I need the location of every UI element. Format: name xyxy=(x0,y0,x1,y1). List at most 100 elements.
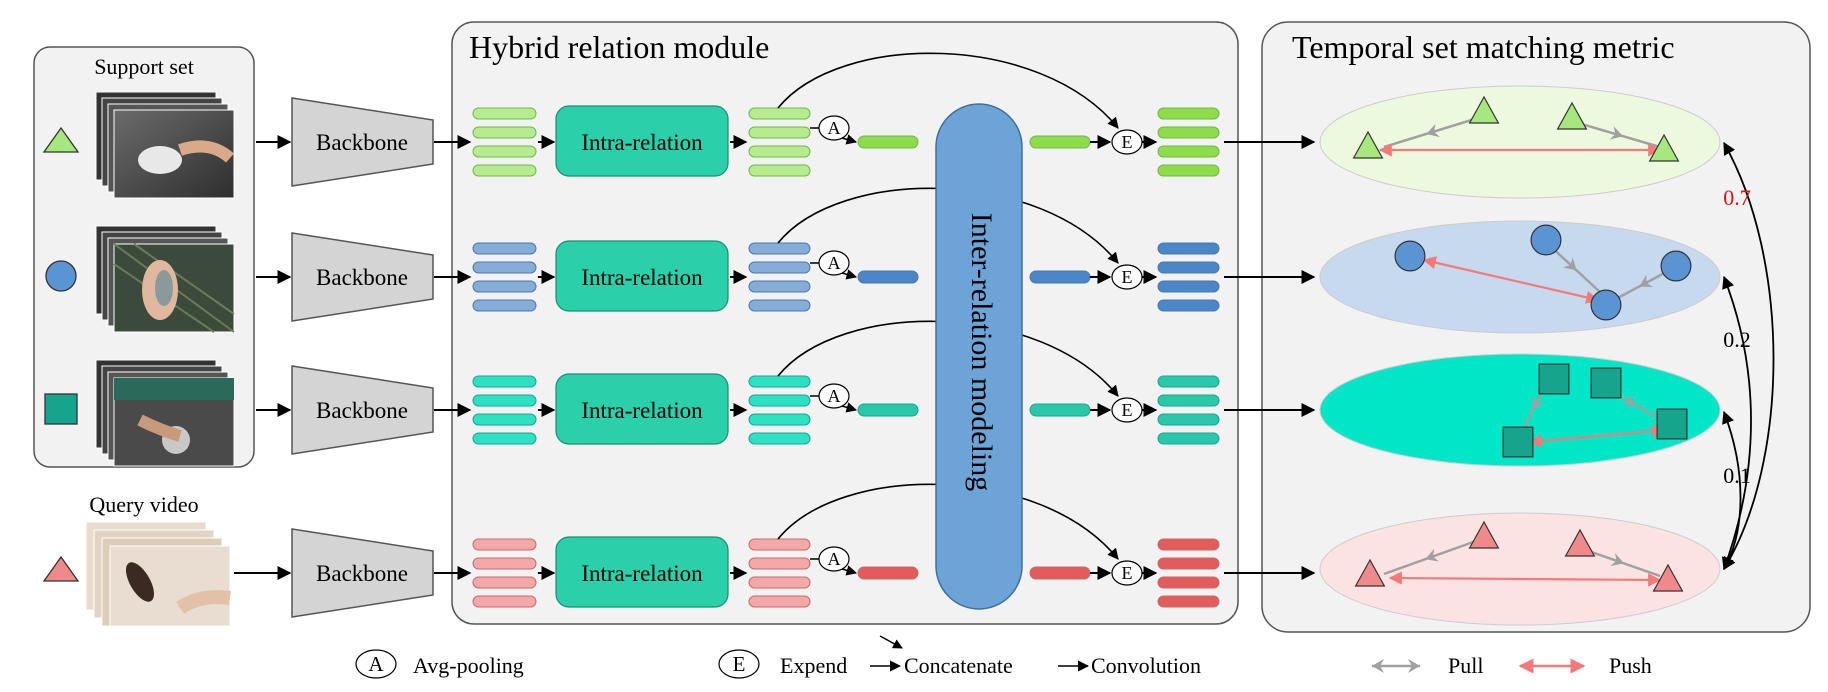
avg-pool-op-icon-symbol: A xyxy=(828,253,841,273)
inter-relation-feature xyxy=(1029,270,1091,284)
support-1-triangle-marker xyxy=(42,126,80,153)
query-set-points xyxy=(1354,520,1684,592)
pull-arrow-head xyxy=(1609,126,1624,140)
inter-relation-feature xyxy=(1029,566,1091,580)
feature-row-support-1: Intra-relation A E xyxy=(434,52,1721,199)
output-feature-stripe xyxy=(1157,126,1220,139)
expand-op-icon-symbol: E xyxy=(1122,563,1133,583)
avg-pool-op-icon xyxy=(818,250,850,276)
frame-feature-stripe xyxy=(472,375,537,388)
query-video-title: Query video xyxy=(89,492,198,517)
frame-feature-stripe xyxy=(472,299,537,312)
intra-feature-stripe xyxy=(748,557,811,570)
avg-pool-op-icon-symbol: A xyxy=(828,549,841,569)
intra-feature-stripe xyxy=(748,242,811,255)
support-1-point xyxy=(1352,130,1384,159)
pull-arrow-head xyxy=(1425,548,1440,562)
pull-arrow-head xyxy=(1531,396,1545,410)
query-video-frames xyxy=(85,521,231,627)
output-feature-stripe xyxy=(1157,242,1220,255)
frame-feature-stripe xyxy=(472,261,537,274)
support-2-point xyxy=(1590,289,1622,321)
intra-feature-stripe xyxy=(748,145,811,158)
support-video-3-frames xyxy=(95,359,235,467)
support-3-set-points xyxy=(1502,363,1688,458)
expand-op-icon-symbol: E xyxy=(1122,267,1133,287)
backbone-4: Backbone xyxy=(291,528,434,618)
expand-legend-label: Expend xyxy=(780,653,847,678)
output-feature-stripe xyxy=(1157,413,1220,426)
avg-pool-out-arrow xyxy=(841,402,858,413)
pooled-feature xyxy=(857,135,919,149)
backbone-label: Backbone xyxy=(316,398,408,423)
frame-feature-stripe xyxy=(472,394,537,407)
frame-feature-stripe xyxy=(472,413,537,426)
intra-feature-stripe xyxy=(748,280,811,293)
backbone-1: Backbone xyxy=(291,97,434,187)
avg-pool-op-icon xyxy=(818,383,850,409)
output-feature-stripe xyxy=(1157,557,1220,570)
expand-op-icon-symbol: E xyxy=(1122,132,1133,152)
avg-pool-out-arrow xyxy=(841,269,858,280)
output-feature-stripe xyxy=(1157,394,1220,407)
inter-relation-label: Inter-relation modeling xyxy=(965,213,998,491)
support-2-point xyxy=(1394,240,1426,272)
push-arrow xyxy=(1422,256,1600,304)
avg-pool-legend-label: Avg-pooling xyxy=(413,653,524,678)
backbone-label: Backbone xyxy=(316,265,408,290)
avg-pool-op-icon-symbol: A xyxy=(828,118,841,138)
intra-feature-stripe xyxy=(748,164,811,177)
support-1-set-points xyxy=(1352,95,1680,162)
support-3-point xyxy=(1502,426,1534,458)
feature-row-query: Intra-relation A E xyxy=(434,483,1721,626)
frame-feature-stripe xyxy=(472,538,537,551)
push-arrow xyxy=(1388,571,1662,587)
output-feature-stripe xyxy=(1157,107,1220,120)
intra-relation-block: Intra-relation xyxy=(555,105,729,177)
similarity-arcs xyxy=(1721,141,1775,571)
intra-relation-block: Intra-relation xyxy=(555,373,729,445)
avg-pool-legend-icon xyxy=(355,649,397,679)
frame-feature-stripe xyxy=(472,107,537,120)
inter-relation-block: Inter-relation modeling xyxy=(935,103,1023,610)
pull-arrow-head xyxy=(1622,393,1637,406)
intra-relation-label: Intra-relation xyxy=(581,561,703,586)
pull-arrow-head xyxy=(1639,274,1654,288)
expand-op-icon-symbol: E xyxy=(1122,400,1133,420)
avg-pool-out-arrow xyxy=(841,134,858,145)
output-feature-stripe xyxy=(1157,164,1220,177)
frame-feature-stripe xyxy=(472,557,537,570)
hybrid-relation-module-title: Hybrid relation module xyxy=(469,29,769,65)
intra-feature-stripe xyxy=(748,375,811,388)
legend-concat-tick xyxy=(879,635,903,649)
push-legend-label: Push xyxy=(1609,653,1652,678)
frame-feature-stripe xyxy=(472,576,537,589)
support-3-point xyxy=(1590,367,1622,399)
frame-feature-stripe xyxy=(472,145,537,158)
inter-relation-feature xyxy=(1029,135,1091,149)
support-video-1-frames xyxy=(95,91,235,199)
backbone-3: Backbone xyxy=(291,365,434,455)
support-video-2-frames xyxy=(95,225,235,333)
query-point xyxy=(1652,563,1684,592)
intra-feature-stripe xyxy=(748,432,811,445)
query-point xyxy=(1564,528,1596,557)
score-support-2: 0.2 xyxy=(1723,327,1751,352)
intra-feature-stripe xyxy=(748,595,811,608)
support-3-point xyxy=(1656,408,1688,440)
expand-legend-symbol: E xyxy=(733,652,746,676)
intra-feature-stripe xyxy=(748,538,811,551)
concatenate-legend-label: Concatenate xyxy=(904,653,1013,678)
intra-relation-label: Intra-relation xyxy=(581,398,703,423)
support-3-point xyxy=(1538,363,1570,395)
score-support-3: 0.1 xyxy=(1723,463,1751,488)
feature-set-ellipse xyxy=(1319,220,1721,334)
pull-legend-head-right xyxy=(1408,659,1420,673)
support-1-point xyxy=(1648,133,1680,162)
intra-feature-stripe xyxy=(748,576,811,589)
intra-relation-label: Intra-relation xyxy=(581,130,703,155)
pooled-feature xyxy=(857,270,919,284)
push-arrow xyxy=(1528,424,1666,448)
frame-feature-stripe xyxy=(472,280,537,293)
query-point xyxy=(1468,520,1500,549)
